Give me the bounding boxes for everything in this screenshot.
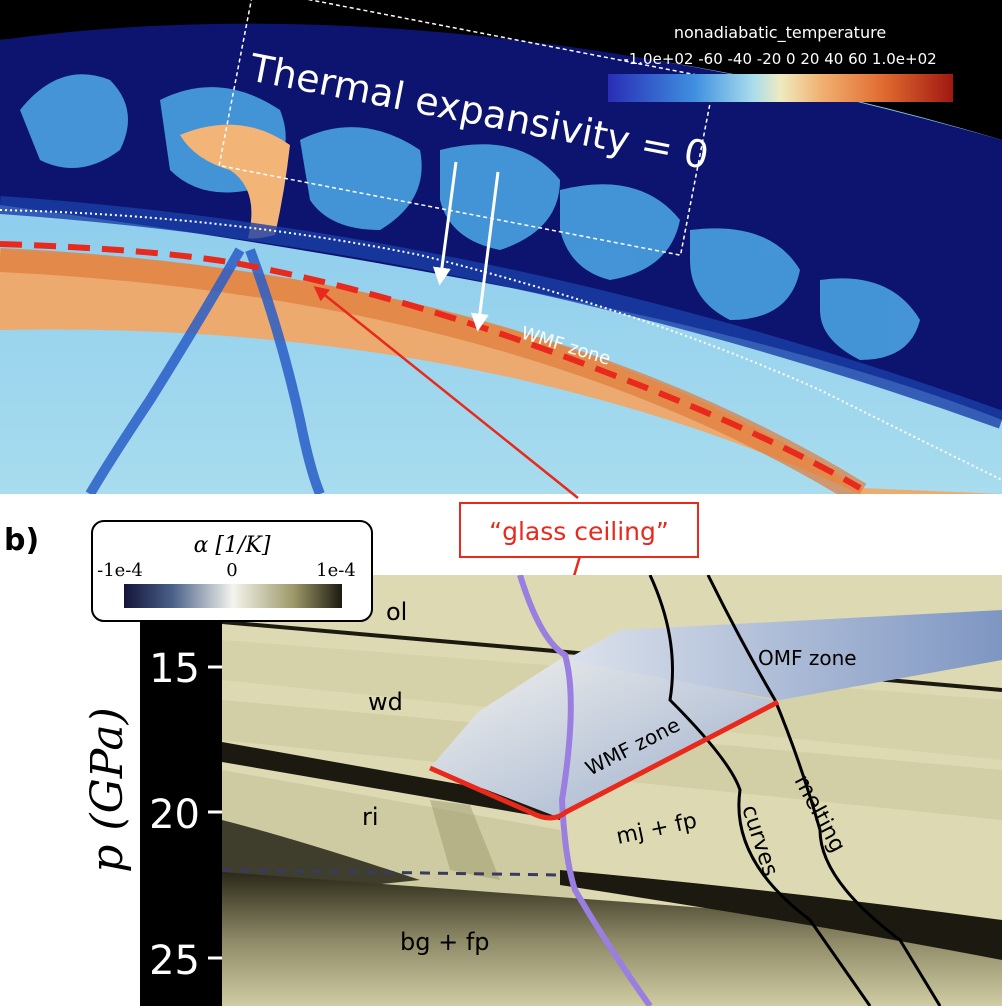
temperature-colorbar-title: nonadiabatic_temperature bbox=[674, 23, 886, 43]
annotation-arrow-1 bbox=[432, 161, 458, 286]
dotted-contour bbox=[0, 209, 1002, 481]
wmf-zone bbox=[430, 656, 780, 818]
downwellings bbox=[85, 247, 325, 494]
temperature-colorbar-ticks: -1.0e+02 -60 -40 -20 0 20 40 60 1.0e+02 bbox=[623, 50, 936, 68]
wd-ri-boundary bbox=[222, 742, 560, 820]
omf-zone bbox=[565, 610, 1002, 700]
alpha-colorbar-gradient bbox=[124, 584, 342, 608]
callout-box bbox=[459, 502, 699, 558]
bg-fp-region bbox=[222, 872, 1002, 1006]
annotation-arrow-2 bbox=[470, 171, 500, 332]
alpha-tick-low: -1e-4 bbox=[97, 560, 143, 581]
panel-a: Thermal expansivity = 0 WMF zone nonadia… bbox=[0, 0, 1002, 494]
warm-plume bbox=[180, 124, 290, 239]
callout-arrow-a bbox=[313, 286, 579, 499]
y-axis-ticks: 15 20 25 bbox=[149, 646, 222, 984]
phase-label-omf: OMF zone bbox=[758, 646, 857, 670]
y-tick-25: 25 bbox=[149, 938, 200, 984]
plume-structures bbox=[20, 74, 920, 360]
phase-label-ri: ri bbox=[362, 803, 379, 831]
alpha-tick-mid: 0 bbox=[226, 560, 237, 581]
alpha-tick-high: 1e-4 bbox=[316, 560, 356, 581]
phase-label-bg-fp: bg + fp bbox=[400, 928, 490, 956]
y-axis-label: p (GPa) bbox=[82, 707, 133, 873]
phase-label-ol: ol bbox=[386, 598, 407, 626]
y-tick-15: 15 bbox=[149, 646, 200, 692]
phase-diagram: ol wd ri bg + fp mj + fp OMF zone WMF zo… bbox=[222, 575, 1002, 1006]
temperature-colorbar-gradient bbox=[608, 74, 953, 102]
bg-boundary bbox=[560, 870, 1002, 960]
y-tick-20: 20 bbox=[149, 792, 200, 838]
melting-curve-2 bbox=[706, 575, 942, 1006]
callout-glass-ceiling: “glass ceiling” bbox=[489, 517, 669, 546]
glass-ceiling-line bbox=[428, 699, 780, 821]
adiabat-line bbox=[517, 575, 653, 1006]
alpha-colorbar-title: α [1/K] bbox=[194, 533, 271, 558]
melting-curve-1 bbox=[648, 575, 872, 1006]
panel-b-label: b) bbox=[4, 523, 39, 558]
phase-label-wd: wd bbox=[368, 688, 403, 716]
alpha-colorbar: α [1/K] -1e-4 0 1e-4 bbox=[91, 520, 373, 622]
temperature-colorbar: nonadiabatic_temperature -1.0e+02 -60 -4… bbox=[608, 23, 953, 102]
ceiling-dashed-line bbox=[0, 241, 862, 491]
